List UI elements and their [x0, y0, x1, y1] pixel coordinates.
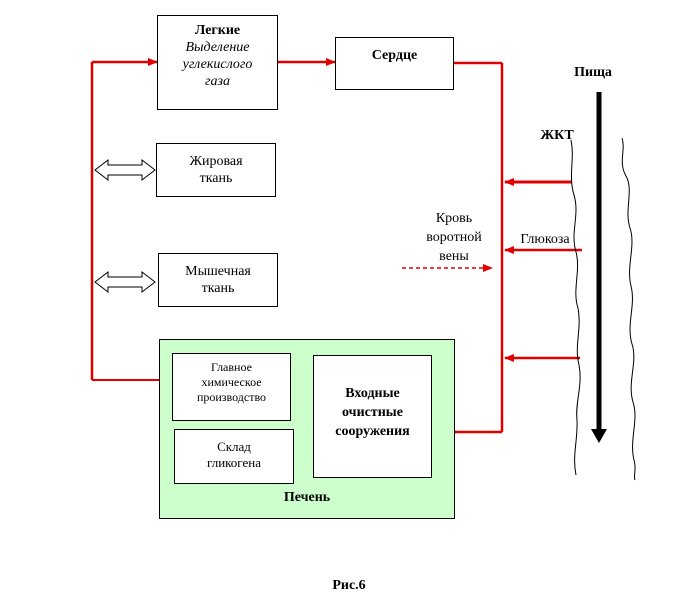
lungs-subtitle-line-1: Выделение — [185, 40, 250, 55]
glycogen-box: Склад гликогена — [174, 429, 294, 484]
muscle-line-1: Мышечная — [185, 264, 251, 279]
heart-box: Сердце — [335, 37, 454, 90]
gut-left-wall — [570, 139, 581, 476]
gut-right-wall — [621, 137, 636, 481]
heart-title: Сердце — [371, 48, 418, 63]
intake-line-3: сооружения — [335, 424, 410, 439]
portal-line-3: вены — [439, 249, 469, 264]
chem-production-box: Главное химическое производство — [172, 353, 291, 421]
portal-line-1: Кровь — [435, 211, 473, 226]
intake-line-2: очистные — [342, 405, 403, 420]
chem-line-1: Главное — [211, 360, 252, 374]
lungs-subtitle-line-3: газа — [205, 74, 230, 89]
chem-line-2: химическое — [201, 375, 262, 389]
glycogen-line-1: Склад — [217, 439, 251, 454]
fat-tissue-box: Жировая ткань — [156, 143, 276, 197]
food-label: Пища — [574, 65, 612, 80]
figure-caption: Рис.6 — [332, 578, 366, 593]
lungs-title: Легкие — [194, 23, 241, 38]
fat-line-2: ткань — [199, 171, 233, 186]
portal-blood-label: Кровь воротной вены — [410, 209, 498, 266]
portal-line-2: воротной — [426, 230, 482, 245]
muscle-line-2: ткань — [201, 281, 235, 296]
gut-label: ЖКТ — [540, 128, 574, 143]
glycogen-line-2: гликогена — [207, 455, 261, 470]
fat-double-arrow — [94, 158, 156, 182]
chem-line-3: производство — [196, 390, 267, 404]
muscle-double-arrow — [94, 270, 156, 294]
glucose-label: Глюкоза — [520, 232, 570, 247]
intake-line-1: Входные — [345, 386, 400, 401]
intake-box: Входные очистные сооружения — [313, 355, 432, 478]
lungs-box: Легкие Выделение углекислого газа — [157, 15, 278, 110]
muscle-tissue-box: Мышечная ткань — [158, 253, 278, 307]
liver-title: Печень — [283, 490, 331, 505]
fat-line-1: Жировая — [189, 154, 243, 169]
lungs-subtitle-line-2: углекислого — [182, 57, 253, 72]
